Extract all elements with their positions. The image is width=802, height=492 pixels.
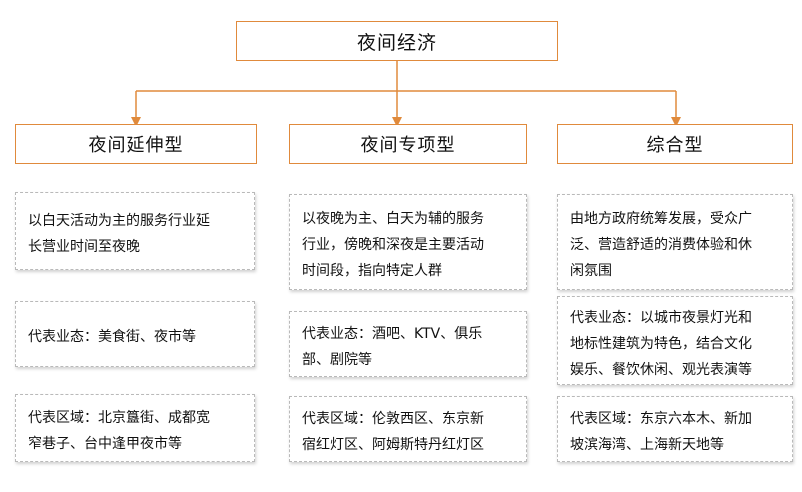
regions-text: 代表区域：伦敦西区、东京新 宿红灯区、阿姆斯特丹红灯区 [302, 411, 484, 453]
definition-text: 由地方政府统筹发展，受众广 泛、营造舒适的消费体验和休 闲氛围 [570, 211, 752, 279]
root-label: 夜间经济 [356, 31, 437, 54]
regions-text: 代表区域：北京簋街、成都宽 窄巷子、台中逢甲夜市等 [28, 410, 210, 452]
definition-box: 以夜晚为主、白天为辅的服务 行业，傍晚和深夜是主要活动 时间段，指向特定人群 [289, 194, 527, 290]
definition-box: 以白天活动为主的服务行业延 长营业时间至夜晚 [15, 192, 255, 270]
formats-text: 代表业态：以城市夜景灯光和 地标性建筑为特色，结合文化 娱乐、餐饮休闲、观光表演… [570, 309, 752, 378]
formats-box: 代表业态：以城市夜景灯光和 地标性建筑为特色，结合文化 娱乐、餐饮休闲、观光表演… [557, 296, 793, 385]
regions-box: 代表区域：伦敦西区、东京新 宿红灯区、阿姆斯特丹红灯区 [289, 396, 527, 462]
category-node-1: 夜间延伸型 [15, 124, 257, 164]
formats-text: 代表业态：美食街、夜市等 [28, 329, 196, 345]
formats-box: 代表业态：酒吧、KTV、俱乐 部、剧院等 [289, 311, 527, 377]
formats-text: 代表业态：酒吧、KTV、俱乐 部、剧院等 [302, 326, 483, 368]
category-label: 夜间专项型 [360, 135, 456, 156]
regions-box: 代表区域：北京簋街、成都宽 窄巷子、台中逢甲夜市等 [15, 394, 255, 462]
definition-text: 以白天活动为主的服务行业延 长营业时间至夜晚 [28, 213, 210, 255]
root-node: 夜间经济 [236, 21, 558, 61]
formats-box: 代表业态：美食街、夜市等 [15, 301, 255, 367]
definition-box: 由地方政府统筹发展，受众广 泛、营造舒适的消费体验和休 闲氛围 [557, 194, 793, 290]
category-node-3: 综合型 [557, 124, 793, 164]
category-node-2: 夜间专项型 [289, 124, 527, 164]
regions-box: 代表区域：东京六本木、新加 坡滨海湾、上海新天地等 [557, 396, 793, 462]
definition-text: 以夜晚为主、白天为辅的服务 行业，傍晚和深夜是主要活动 时间段，指向特定人群 [302, 211, 484, 279]
regions-text: 代表区域：东京六本木、新加 坡滨海湾、上海新天地等 [570, 411, 752, 453]
category-label: 夜间延伸型 [88, 135, 184, 156]
category-label: 综合型 [646, 135, 704, 156]
